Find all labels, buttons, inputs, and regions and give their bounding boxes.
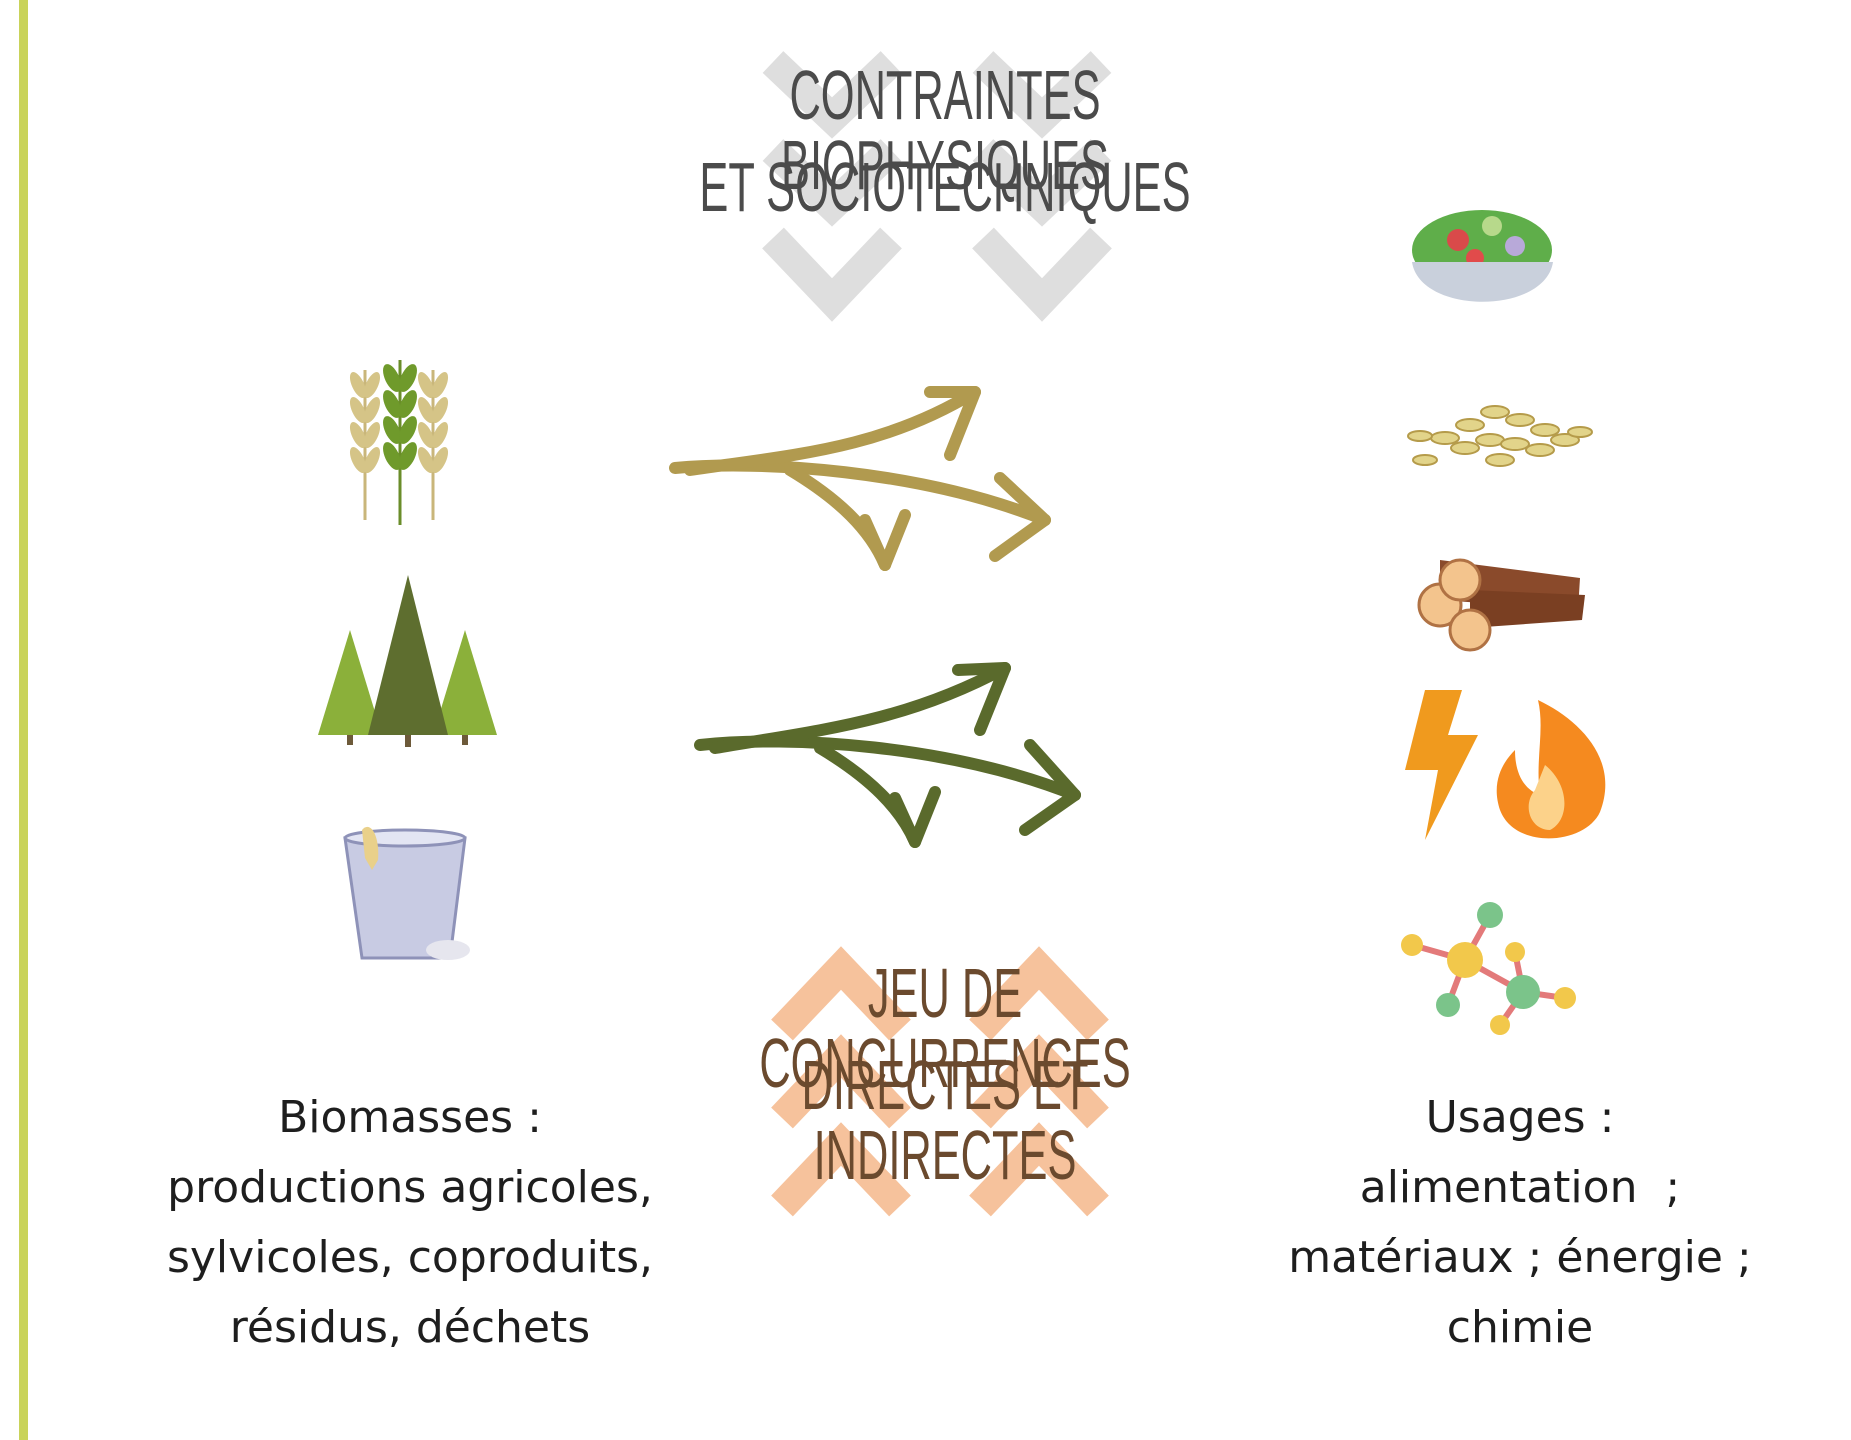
competition-title-line1: JEU DE CONCURRENCES <box>685 958 1206 1050</box>
chevron-down-icon <box>983 238 1101 300</box>
usages-caption-line: alimentation ; <box>1235 1153 1805 1223</box>
usages-caption-line: matériaux ; énergie ; <box>1235 1223 1805 1293</box>
fir-trees-icon <box>318 575 497 747</box>
constraints-title-line2: ET SOCIOTECHNIQUES <box>685 152 1206 244</box>
chevron-down-icon <box>773 238 891 300</box>
energy-fire-icon <box>1405 690 1605 840</box>
usages-caption-line: chimie <box>1235 1293 1805 1363</box>
constraints-title-line1: CONTRAINTES BIOPHYSIQUES <box>685 60 1206 152</box>
logs-icon <box>1419 560 1585 650</box>
biomass-caption-line: résidus, déchets <box>130 1293 690 1363</box>
salad-bowl-icon <box>1412 210 1553 302</box>
biomass-caption: Biomasses : productions agricoles, sylvi… <box>130 1083 690 1363</box>
constraints-title: CONTRAINTES BIOPHYSIQUES ET SOCIOTECHNIQ… <box>685 60 1206 244</box>
biomass-caption-line: productions agricoles, <box>130 1153 690 1223</box>
usages-caption: Usages : alimentation ; matériaux ; éner… <box>1235 1083 1805 1363</box>
wheat-icon <box>347 360 452 525</box>
biomass-caption-line: Biomasses : <box>130 1083 690 1153</box>
biomass-caption-line: sylvicoles, coproduits, <box>130 1223 690 1293</box>
competition-title: JEU DE CONCURRENCES DIRECTES ET INDIRECT… <box>685 958 1206 1142</box>
seeds-icon <box>1408 406 1592 466</box>
waste-bin-icon <box>345 827 470 960</box>
competition-arrows-top-icon <box>675 392 1045 565</box>
competition-arrows-bottom-icon <box>700 668 1075 842</box>
molecule-icon <box>1401 902 1576 1035</box>
usages-caption-line: Usages : <box>1235 1083 1805 1153</box>
